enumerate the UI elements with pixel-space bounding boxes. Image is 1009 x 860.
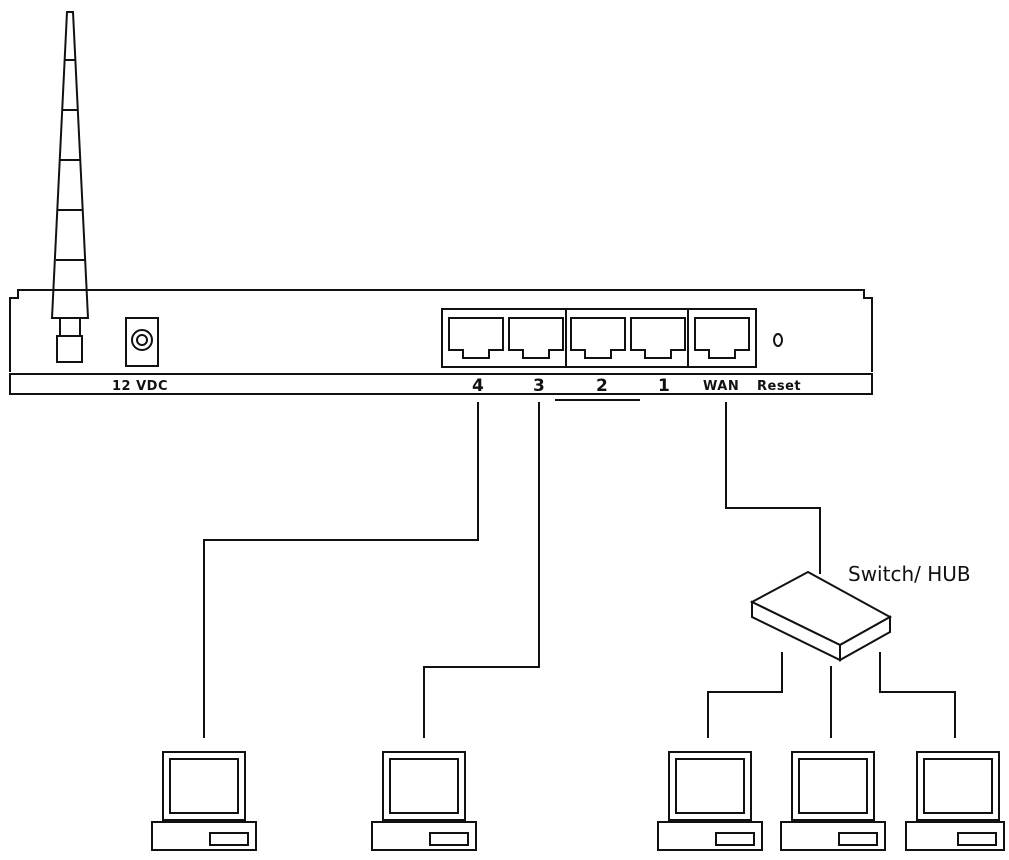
cable-wan <box>725 402 821 574</box>
lan-port-3[interactable] <box>508 317 564 359</box>
lan-port-4[interactable] <box>448 317 504 359</box>
lan-port-2[interactable] <box>570 317 626 359</box>
cable-hub-1 <box>707 652 783 738</box>
port-label-4: 4 <box>472 376 484 396</box>
wan-port[interactable] <box>694 317 750 359</box>
cable-port-3 <box>423 402 540 738</box>
wan-port-frame <box>687 308 757 368</box>
computer-hub-2 <box>780 751 886 851</box>
switch-label: Switch/ HUB <box>848 562 971 586</box>
reset-label: Reset <box>757 379 801 394</box>
reset-button[interactable] <box>773 333 783 347</box>
port-label-1: 1 <box>658 376 670 396</box>
computer-hub-1 <box>657 751 763 851</box>
power-jack <box>125 317 159 367</box>
router-body <box>9 289 873 395</box>
lan-port-1[interactable] <box>630 317 686 359</box>
cable-hub-3 <box>879 652 956 738</box>
computer-port-4 <box>151 751 257 851</box>
port-label-wan: WAN <box>703 379 739 394</box>
computer-hub-3 <box>905 751 1005 851</box>
switch-hub <box>749 570 893 662</box>
port-label-2: 2 <box>596 376 608 396</box>
port-label-3: 3 <box>533 376 545 396</box>
antenna <box>50 11 90 363</box>
computer-port-3 <box>371 751 477 851</box>
cable-port-4 <box>203 402 479 738</box>
power-label: 12 VDC <box>112 379 168 394</box>
